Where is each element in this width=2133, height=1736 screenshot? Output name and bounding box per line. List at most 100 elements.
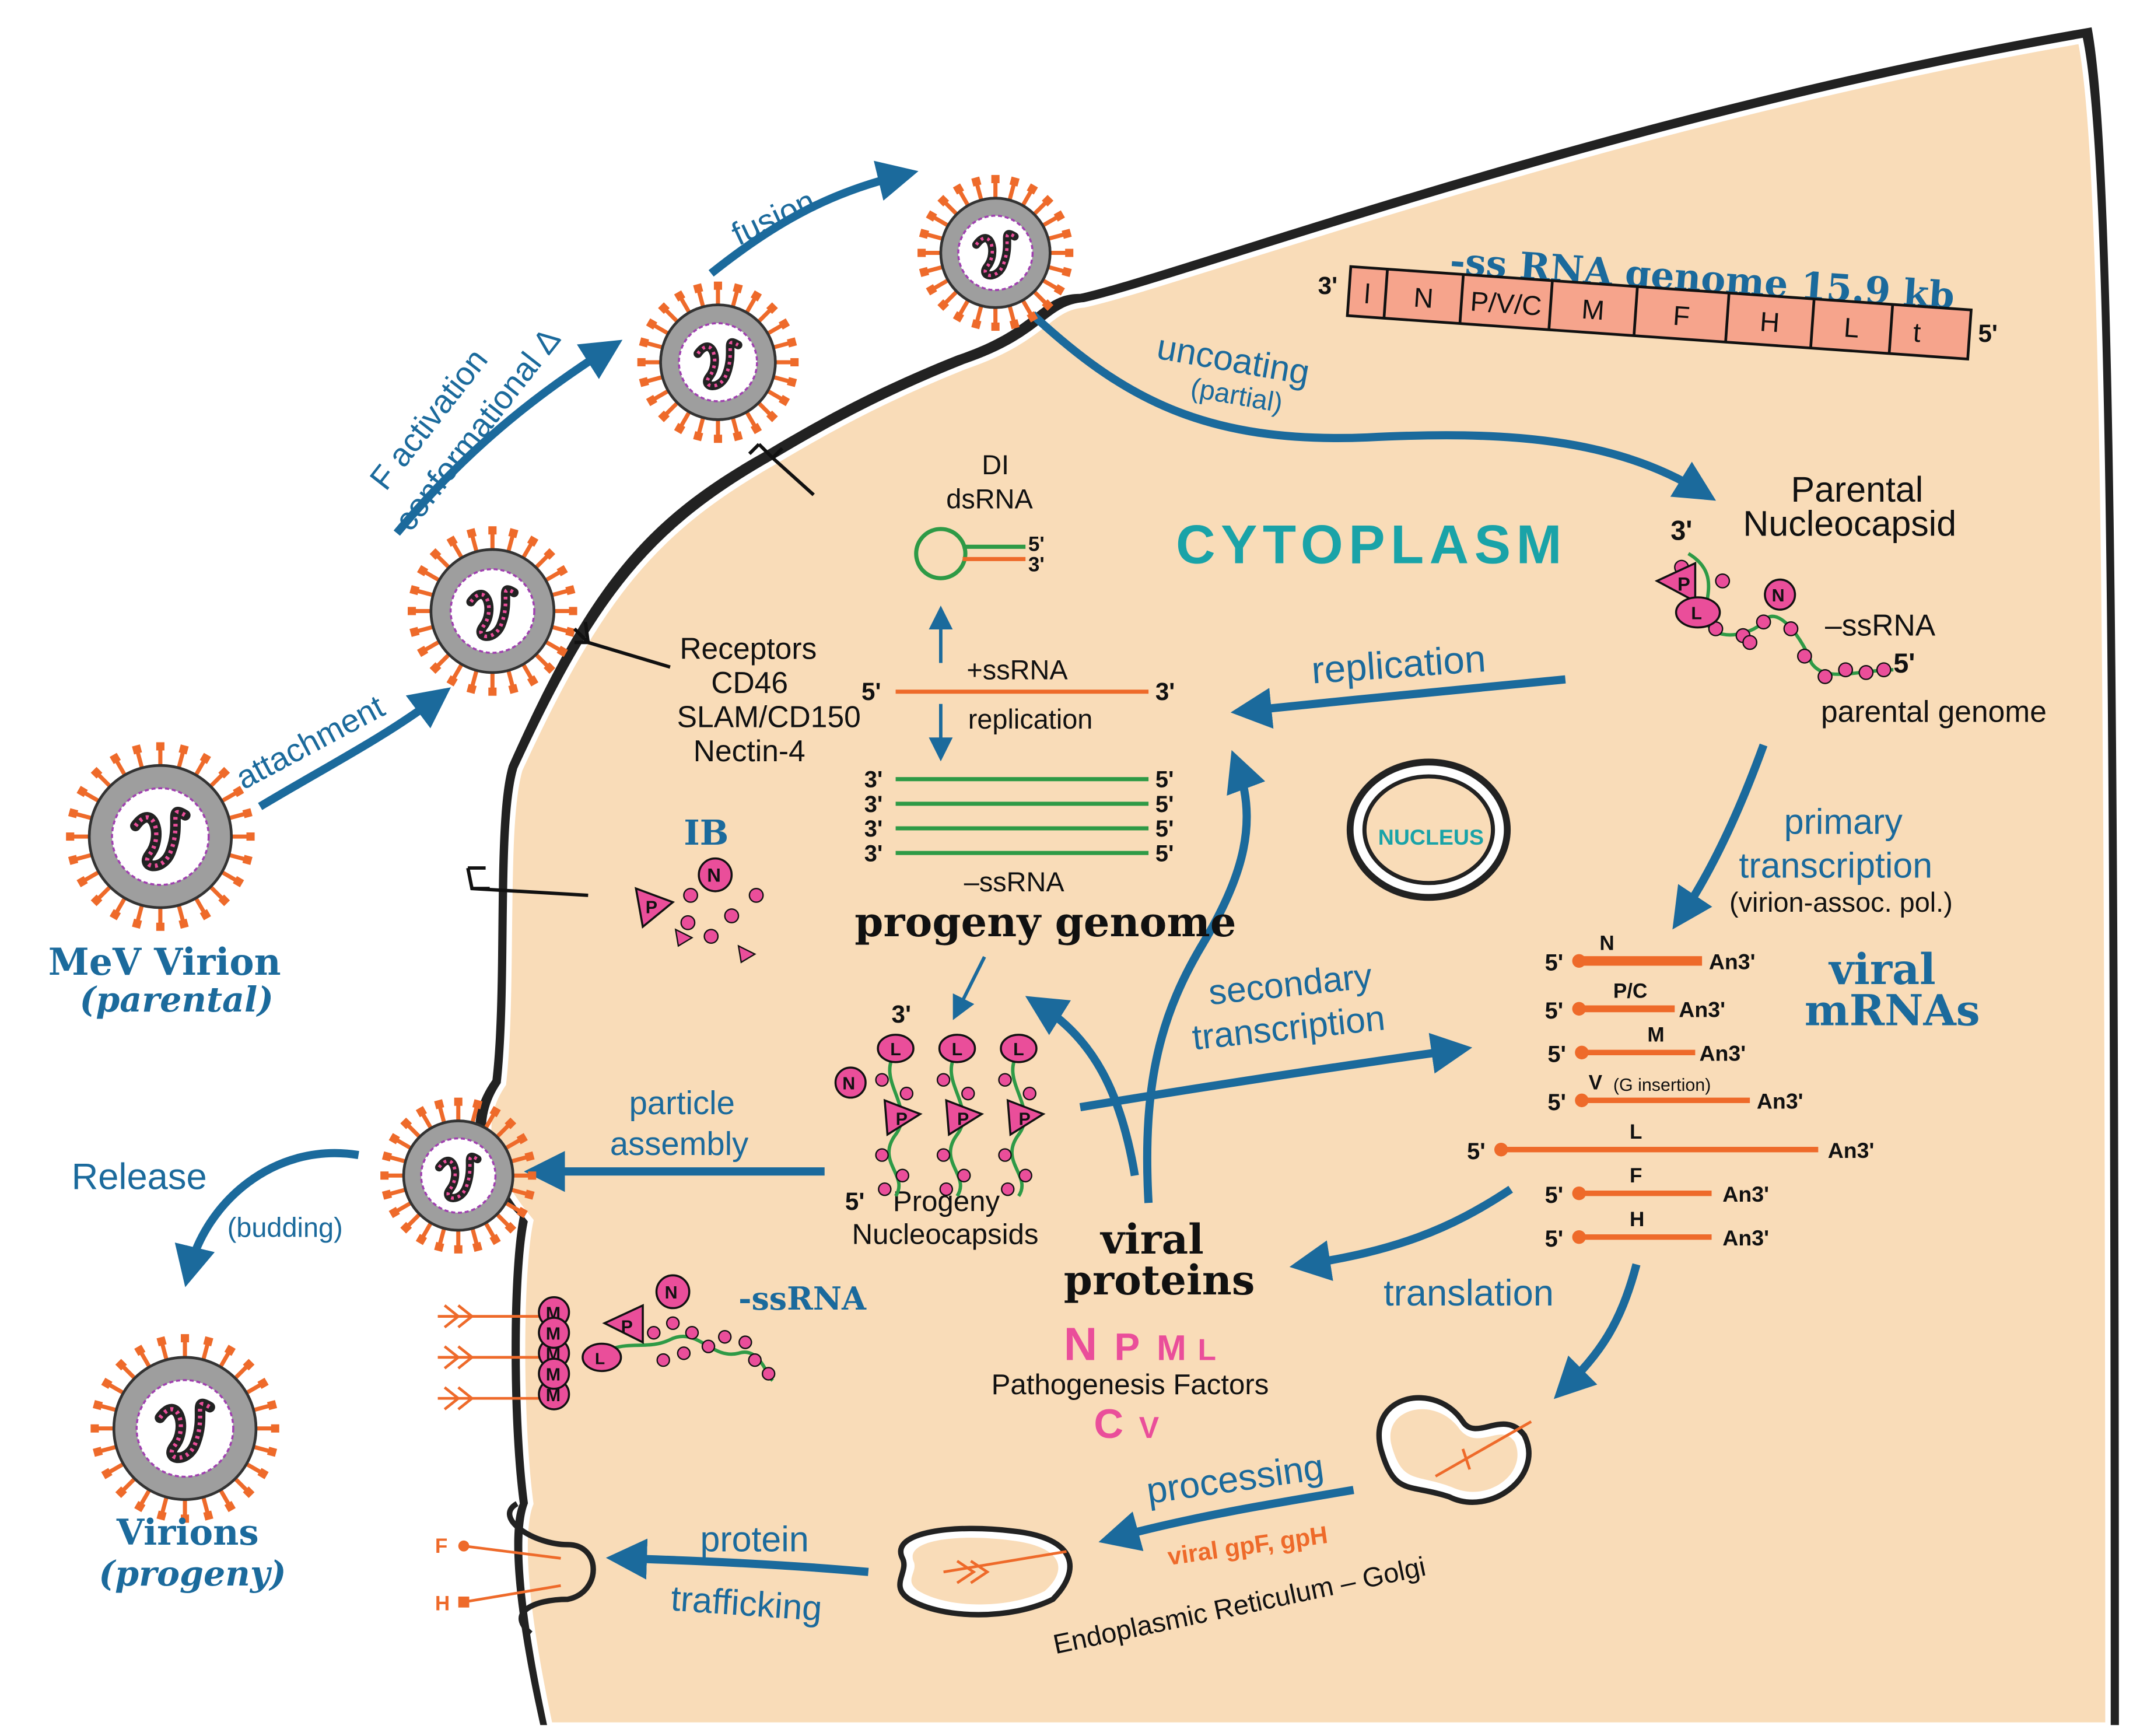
mrna-tail: An3': [1722, 1182, 1769, 1206]
nucleoprotein-bead: [677, 1346, 691, 1360]
nucleoprotein-bead: [875, 1073, 889, 1087]
nucleoprotein-bead: [998, 1148, 1012, 1162]
spike-head: [674, 290, 685, 302]
strand-3prime: 3': [864, 792, 883, 817]
nucleoprotein-bead: [685, 1326, 699, 1340]
mrna-gene-label: P/C: [1613, 980, 1648, 1003]
spike-head: [565, 585, 576, 596]
g-insertion-label: (G insertion): [1613, 1075, 1711, 1095]
viral-mrnas: viral mRNAs 5'NAn3'5'P/CAn3'5'MAn3'5'VAn…: [1467, 932, 1980, 1252]
spike-head: [271, 1424, 279, 1433]
spike-head: [1053, 210, 1065, 222]
spike-head: [658, 302, 670, 314]
viral-proteins-up-arrow: [1143, 750, 1266, 1203]
spike-head: [233, 876, 244, 888]
spike-head: [434, 1099, 444, 1110]
spike-head: [971, 176, 982, 187]
spike-head: [991, 174, 1000, 184]
spike-head: [646, 318, 657, 330]
spike-head: [415, 1106, 428, 1118]
spike-head: [778, 318, 790, 330]
nucleoprotein-bead: [1838, 662, 1854, 678]
genome-bar: [1346, 265, 1973, 360]
nucleoprotein-bead: [1858, 665, 1874, 680]
spike-head: [267, 1400, 278, 1410]
nucleoprotein-bead: [666, 1316, 680, 1331]
nucleoprotein-bead: [878, 1182, 892, 1196]
spike-head: [181, 1334, 190, 1343]
gene-label: N: [1413, 282, 1434, 314]
spike-head: [489, 1234, 501, 1245]
spike-head: [528, 1171, 537, 1180]
spike-head: [527, 675, 539, 687]
virion-rnp-beads: [437, 1155, 478, 1200]
spike-head: [919, 229, 930, 239]
spike-head: [790, 358, 799, 367]
spike-head: [674, 423, 685, 435]
spike-head: [68, 855, 79, 865]
spike-head: [199, 909, 211, 921]
release-label: Release: [72, 1157, 207, 1198]
assembly-label: assembly: [610, 1125, 748, 1162]
spike-head: [76, 786, 88, 797]
spike-head: [416, 645, 429, 657]
protein-c: C: [1094, 1401, 1123, 1447]
spike-head: [544, 662, 556, 674]
nucleoprotein-bead: [895, 1168, 910, 1182]
virions: [66, 174, 1074, 1523]
gene-divider: [1547, 280, 1554, 330]
spike-head: [1027, 183, 1038, 195]
n-protein: [1764, 578, 1796, 611]
neg-ssrna-bottom-label: -ssRNA: [738, 1280, 867, 1317]
l-protein: [877, 1034, 915, 1063]
attachment-arrow: [258, 687, 451, 810]
replication-strands: +ssRNA 5' 3' replication 3'5'3'5'3'5'3'5…: [854, 655, 1236, 947]
mrna-5prime: 5': [1547, 1090, 1566, 1115]
spike-head: [1053, 284, 1065, 296]
nucleoprotein-bead: [1756, 614, 1771, 630]
virions-label: Virions: [116, 1512, 259, 1553]
spike-head: [569, 607, 577, 615]
svg-text:3': 3': [1670, 516, 1692, 546]
mrna-gene-label: F: [1630, 1164, 1642, 1187]
ib-triangle: [674, 928, 694, 947]
nucleoprotein-bead: [717, 1330, 732, 1344]
nucleoprotein-bead: [961, 1086, 975, 1101]
spike-head: [556, 565, 568, 576]
p-letter: P: [957, 1110, 969, 1129]
glycoprotein-site: F H: [435, 1501, 596, 1636]
spike-head: [134, 1501, 146, 1513]
gene-label: M: [1581, 294, 1606, 326]
gene-label: l: [1363, 279, 1371, 310]
spike-head: [93, 1447, 103, 1457]
protein-v: V: [1139, 1410, 1160, 1444]
n-protein: [834, 1066, 867, 1099]
spike-head: [466, 684, 477, 694]
nucleoprotein-bead: [939, 1182, 954, 1196]
spike-head: [380, 1171, 389, 1180]
di-dsrna: DI dsRNA 5' 3': [914, 450, 1045, 580]
spike-head: [1027, 311, 1038, 323]
gene-label: P/V/C: [1469, 286, 1543, 321]
virion-rnp-beads: [158, 1402, 211, 1460]
spike-head: [991, 323, 1000, 331]
nucleoprotein-bead: [738, 1335, 752, 1349]
l-letter: L: [595, 1350, 605, 1368]
svg-text:5': 5': [861, 678, 881, 705]
spike-head: [524, 1151, 535, 1162]
spike-head: [639, 377, 649, 387]
spike-head: [416, 565, 429, 576]
ib-bead: [680, 915, 696, 930]
receptors-group: Receptors CD46 SLAM/CD150 Nectin-4: [466, 443, 861, 897]
ib-label: IB: [684, 813, 728, 853]
protein-n: N: [1064, 1318, 1098, 1370]
spike-head: [919, 267, 930, 277]
cytoplasm-label-group: CYTOPLASM: [1176, 513, 1562, 575]
nucleoprotein-bead: [1783, 621, 1799, 636]
spike-head: [257, 1468, 269, 1479]
progeny-genome-arrow: [952, 956, 986, 1020]
spike-head: [93, 1400, 103, 1410]
spike-head: [134, 1345, 146, 1356]
spike-head: [101, 1468, 113, 1479]
